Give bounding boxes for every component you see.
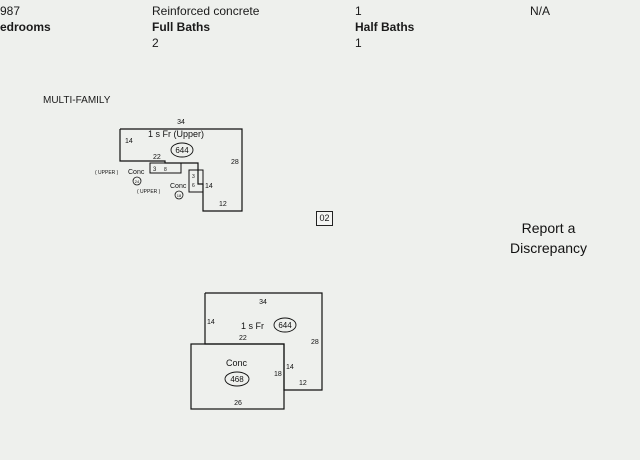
sketch-bottom-dim-14b: 14 [286,364,294,371]
sketch-top-area-value: 644 [175,146,189,155]
building-type-label: MULTI-FAMILY [43,95,111,106]
sketch-top-conc1-val: 24 [135,179,140,184]
sketch-top-small-3: 3 [153,167,157,173]
sketch-bottom-dim-22: 22 [239,335,247,342]
bedrooms-label: edrooms [0,20,51,34]
sketch-top-dim-22: 22 [153,154,161,161]
sketch-top-conc2: Conc [170,183,187,190]
construction-value: Reinforced concrete [152,4,260,18]
sketch-bottom-dim-14: 14 [207,319,215,326]
report-line-1: Report a [521,220,576,236]
sketch-top-small-8: 8 [164,167,167,173]
half-baths-value: 1 [355,36,362,50]
sketch-top-upper1: ( UPPER ) [95,170,119,176]
sketch-bottom-conc-outline [190,343,285,410]
sketch-bottom-conc-value: 468 [230,375,244,384]
sketch-top-dim-14b: 14 [205,183,213,190]
sketch-top-conc1: Conc [128,169,145,176]
sketch-top-conc2-val: 18 [177,193,182,198]
sketch-bottom-area-value: 644 [278,321,292,330]
extra-value: N/A [530,4,551,18]
sketch-bottom-dim-26: 26 [234,400,242,407]
half-baths-label: Half Baths [355,20,415,34]
sketch-top-upper2: ( UPPER ) [137,189,161,195]
report-discrepancy-link[interactable]: Report a Discrepancy [510,218,587,258]
sketch-top-dim-14: 14 [125,138,133,145]
report-line-2: Discrepancy [510,240,588,256]
sketch-bottom-dim-34: 34 [259,299,267,306]
sketch-top-conc2-circle [174,190,184,200]
sketch-top-dim-28: 28 [231,159,239,166]
sketch-bottom-conc-oval [224,371,250,387]
year-built-value: 987 [0,4,21,18]
sketch-top-conc1-circle [132,176,142,186]
sketch-bottom-dim-28: 28 [311,339,319,346]
sketch-top-dim-34: 34 [177,119,185,126]
sketch-bottom-area-oval [273,317,297,333]
sketch-bottom-area-label: 1 s Fr [241,321,264,331]
full-baths-label: Full Baths [152,20,211,34]
full-baths-value: 2 [152,36,159,50]
sketch-top-porch1 [149,162,182,174]
sketch-bottom-upper-outline [204,292,323,391]
sketch-bottom-dim-12: 12 [299,380,307,387]
sketch-bottom-dim-18: 18 [274,371,282,378]
stories-value: 1 [355,4,362,18]
sketch-bottom-conc: Conc [226,358,248,368]
sketch-top-small-3b: 3 [192,174,195,180]
sketch-top-dim-12: 12 [219,201,227,208]
sketch-top-area-label: 1 s Fr (Upper) [148,129,204,139]
sketch-top-small-6: 6 [192,183,195,189]
sketch-top-porch2 [188,169,204,193]
sketch-page-number[interactable]: 02 [316,211,333,226]
sketch-top-outline [119,128,243,212]
sketch-top-area-oval [170,142,194,158]
